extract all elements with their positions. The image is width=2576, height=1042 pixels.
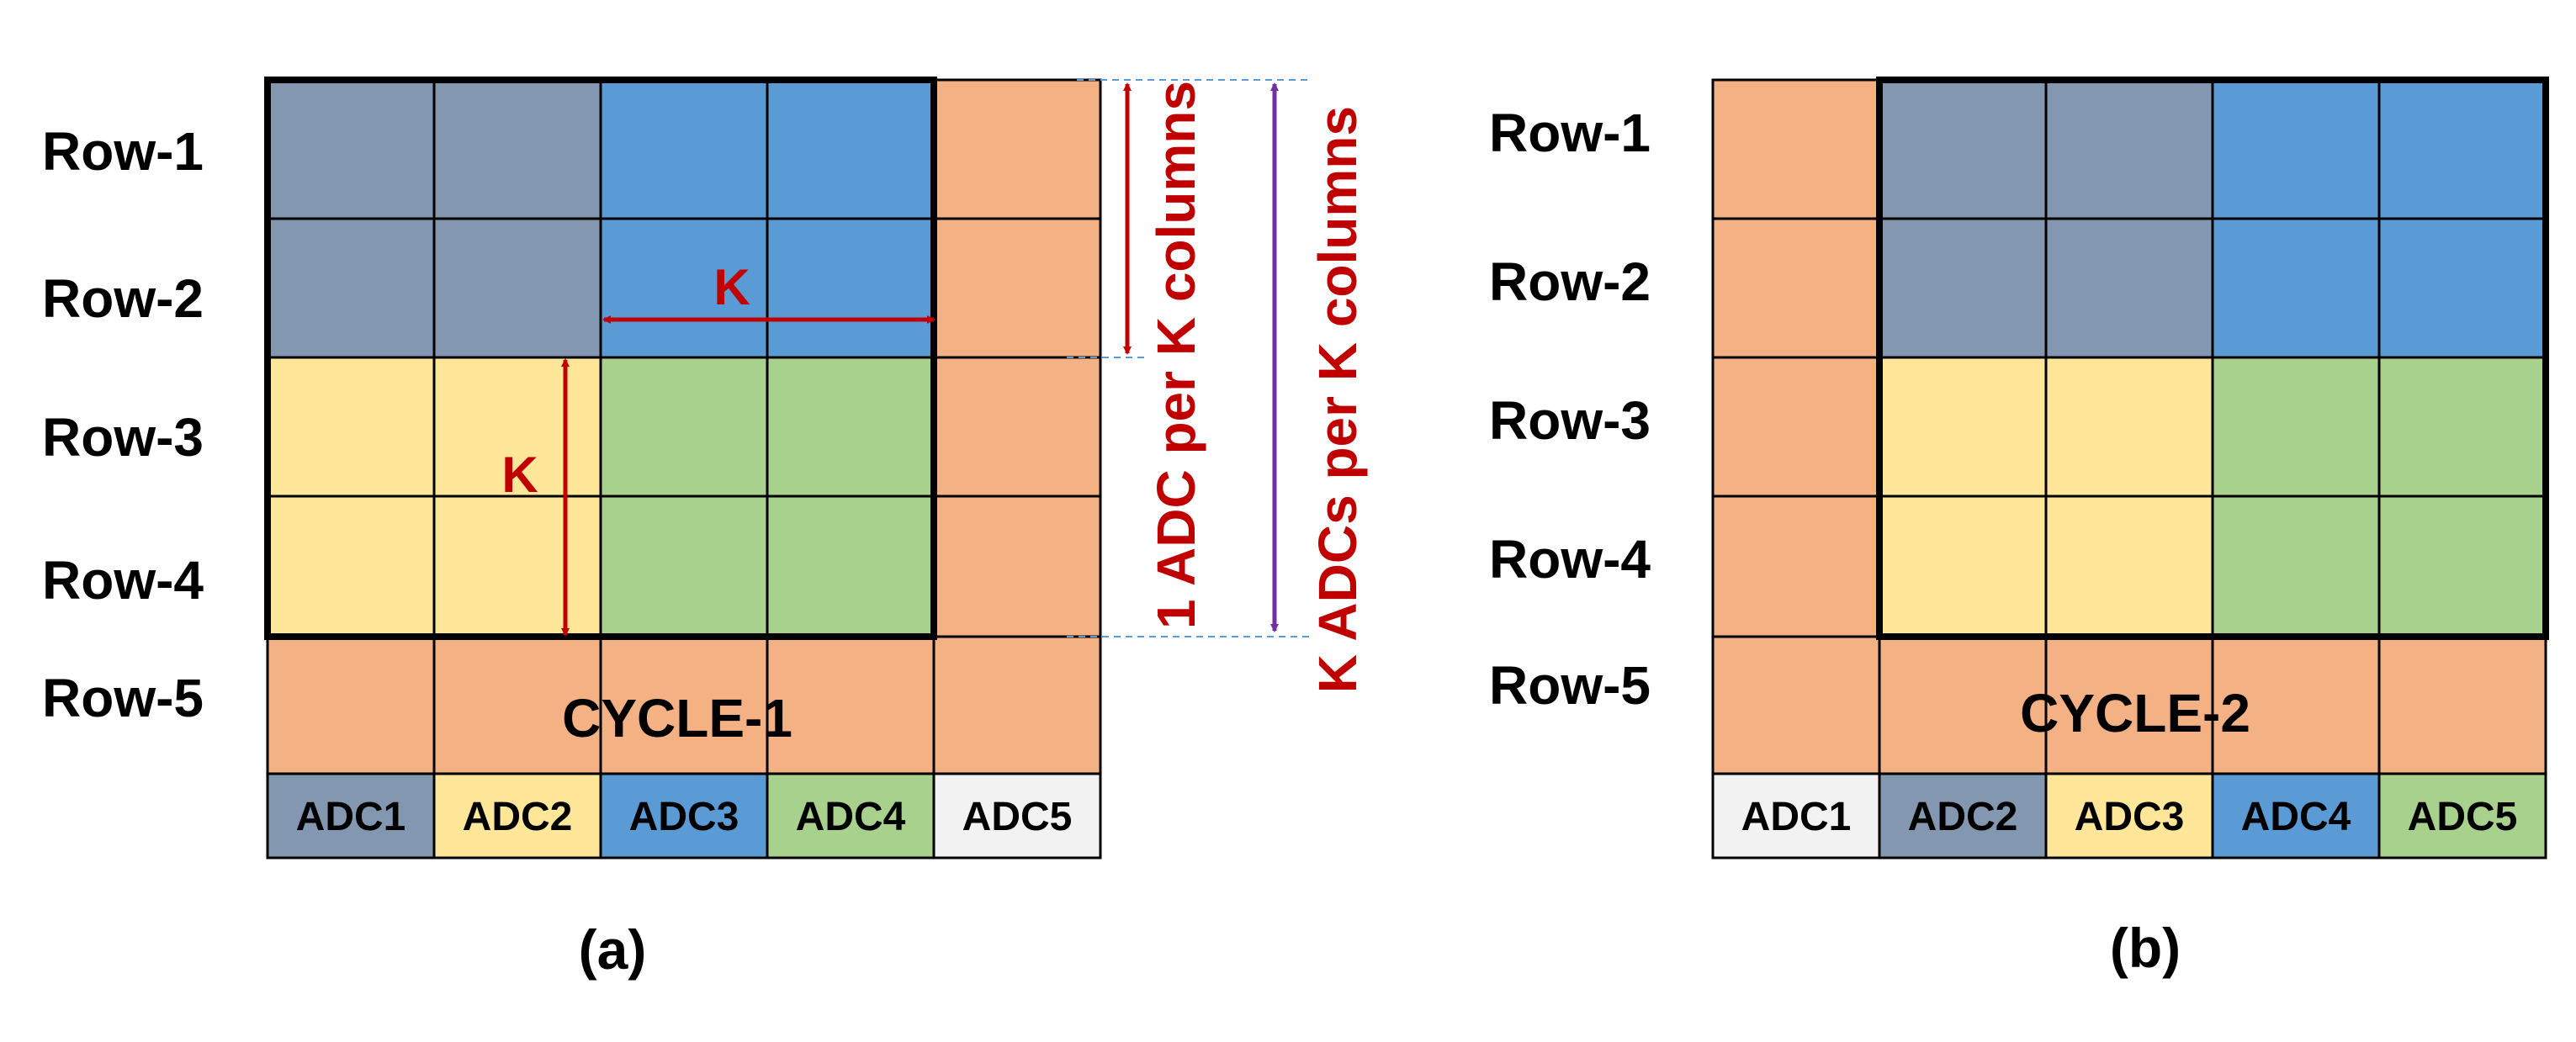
grid-cell xyxy=(2211,495,2381,638)
grid-cell xyxy=(932,78,1102,220)
panel-b-caption: (b) xyxy=(2110,917,2181,979)
grid-cell xyxy=(1878,217,2048,359)
one-adc-label: 1 ADC per K columns xyxy=(1146,81,1206,629)
grid-cell xyxy=(266,635,436,775)
panel-a-adc-row: ADC1 ADC2 ADC3 ADC4 ADC5 xyxy=(266,772,1102,860)
row-label: Row-3 xyxy=(1489,390,1651,451)
adc-cell xyxy=(432,772,602,860)
grid-cell xyxy=(2044,356,2214,498)
grid-cell xyxy=(599,495,769,638)
row-label: Row-2 xyxy=(1489,251,1651,312)
row-label: Row-1 xyxy=(1489,103,1651,163)
row-label: Row-3 xyxy=(42,407,204,468)
row-label: Row-4 xyxy=(1489,529,1651,590)
grid-cell xyxy=(2044,495,2214,638)
adc-label: ADC5 xyxy=(2408,795,2518,839)
grid-cell xyxy=(1878,356,2048,498)
grid-cell xyxy=(2044,217,2214,359)
grid-cell xyxy=(432,217,602,359)
grid-cell xyxy=(1878,495,2048,638)
grid-cell xyxy=(2211,78,2381,220)
grid-cell xyxy=(766,78,936,220)
adc-cell xyxy=(1711,772,1881,860)
grid-cell xyxy=(1878,635,2048,775)
adc-label: ADC2 xyxy=(1908,795,2018,839)
grid-cell xyxy=(266,495,436,638)
grid-cell xyxy=(266,356,436,498)
grid-cell xyxy=(2044,635,2214,775)
grid-cell xyxy=(2377,495,2547,638)
adc-cell xyxy=(599,772,769,860)
grid-cell xyxy=(2211,217,2381,359)
grid-cell xyxy=(932,635,1102,775)
grid-cell xyxy=(2377,356,2547,498)
grid-cell xyxy=(2377,78,2547,220)
adc-label: ADC4 xyxy=(796,795,906,839)
grid-cell xyxy=(1711,356,1881,498)
adc-cell xyxy=(766,772,936,860)
row-label: Row-5 xyxy=(1489,655,1651,716)
adc-cell xyxy=(2377,772,2547,860)
grid-cell xyxy=(766,217,936,359)
panel-b-active-window xyxy=(1876,77,2549,640)
adc-label: ADC5 xyxy=(962,795,1073,839)
grid-cell xyxy=(599,356,769,498)
row-label: Row-4 xyxy=(42,550,204,611)
grid-cell xyxy=(1711,217,1881,359)
grid-cell xyxy=(432,495,602,638)
grid-cell xyxy=(599,217,769,359)
grid-cell xyxy=(1711,78,1881,220)
adc-cell xyxy=(2211,772,2381,860)
grid-cell xyxy=(932,217,1102,359)
panel-b-cycle-label: CYCLE-2 xyxy=(2020,683,2250,743)
grid-cell xyxy=(599,78,769,220)
grid-cell xyxy=(432,356,602,498)
grid-cell xyxy=(766,495,936,638)
adc-label: ADC3 xyxy=(629,795,739,839)
adc-label: ADC3 xyxy=(2075,795,2185,839)
grid-cell xyxy=(932,495,1102,638)
k-horizontal-label: K xyxy=(713,259,750,315)
adc-cell xyxy=(2044,772,2214,860)
grid-cell xyxy=(2211,356,2381,498)
panel-a-cycle-label: CYCLE-1 xyxy=(562,688,792,748)
adc-label: ADC2 xyxy=(463,795,573,839)
grid-cell xyxy=(2377,217,2547,359)
grid-cell xyxy=(932,356,1102,498)
adc-cell xyxy=(932,772,1102,860)
adc-label: ADC1 xyxy=(296,795,406,839)
panel-b-grid xyxy=(1711,78,2547,775)
k-vertical-label: K xyxy=(501,447,538,503)
grid-cell xyxy=(266,78,436,220)
row-label: Row-2 xyxy=(42,268,204,329)
grid-cell xyxy=(432,78,602,220)
grid-cell xyxy=(1711,635,1881,775)
panel-a-active-window xyxy=(264,77,937,640)
grid-cell xyxy=(2044,78,2214,220)
panel-a-caption: (a) xyxy=(579,918,647,981)
row-label: Row-1 xyxy=(42,121,204,182)
grid-cell xyxy=(266,217,436,359)
panel-a-grid xyxy=(266,78,1102,775)
panel-b-adc-row: ADC1 ADC2 ADC3 ADC4 ADC5 xyxy=(1711,772,2547,860)
adc-label: ADC1 xyxy=(1741,795,1852,839)
adc-cell xyxy=(266,772,436,860)
grid-cell xyxy=(1711,495,1881,638)
adc-cell xyxy=(1878,772,2048,860)
grid-cell xyxy=(1878,78,2048,220)
k-adcs-label: K ADCs per K columns xyxy=(1307,106,1368,693)
row-label: Row-5 xyxy=(42,668,204,728)
grid-cell xyxy=(2377,635,2547,775)
adc-label: ADC4 xyxy=(2241,795,2351,839)
grid-cell xyxy=(766,356,936,498)
